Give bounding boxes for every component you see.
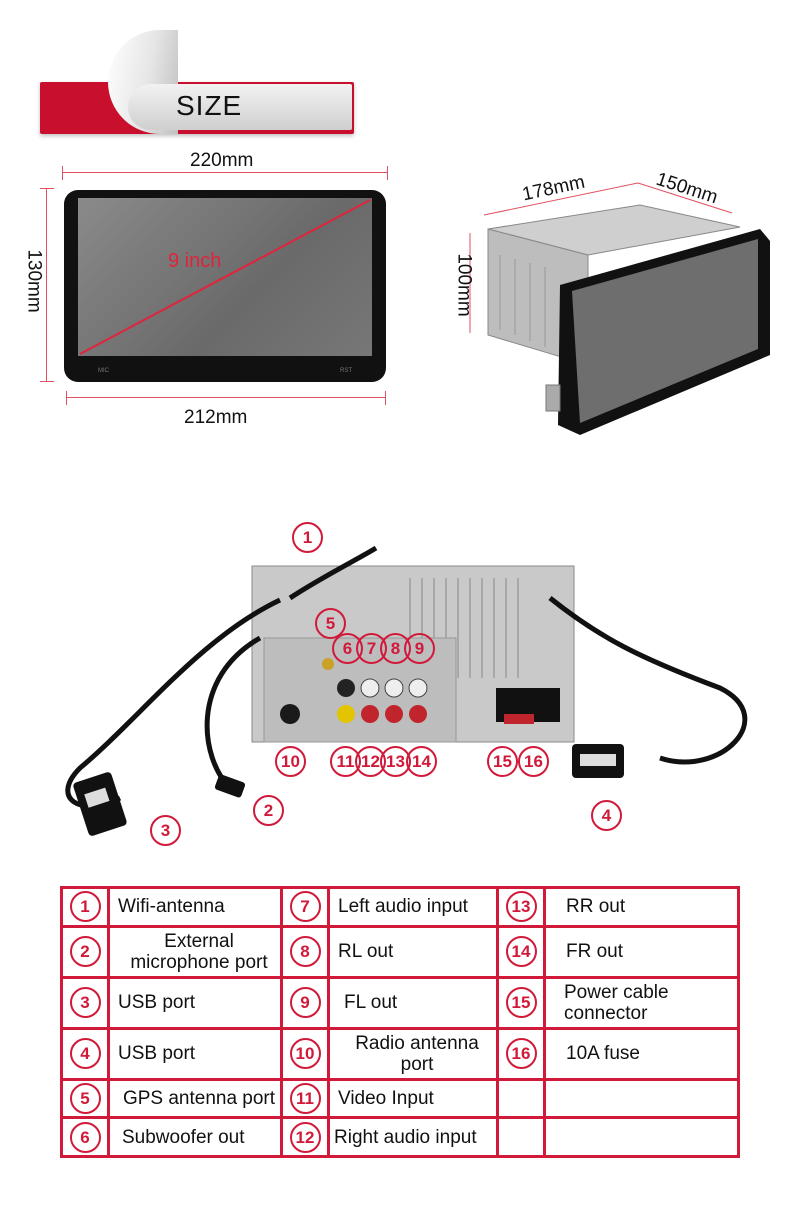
table-row: 2 External microphone port 8 RL out 14 F…	[60, 924, 740, 979]
side-view-illustration	[469, 182, 770, 435]
legend-label: RL out	[338, 941, 394, 963]
diagonal-label: 9 inch	[168, 250, 222, 272]
tick	[40, 381, 54, 382]
tick	[40, 188, 54, 189]
legend-number: 13	[505, 891, 537, 923]
legend-number: 4	[69, 1038, 101, 1070]
legend-number: 10	[289, 1038, 321, 1070]
legend-label: Wifi-antenna	[118, 896, 225, 918]
empty-cell	[543, 1116, 740, 1158]
tick	[387, 166, 388, 180]
legend-number: 14	[505, 936, 537, 968]
legend-number: 2	[69, 936, 101, 968]
rear-panel-diagram	[65, 545, 748, 836]
legend-label: Right audio input	[334, 1126, 477, 1148]
legend-number: 8	[289, 936, 321, 968]
callout-3: 3	[150, 815, 181, 846]
legend-number: 7	[289, 891, 321, 923]
front-height-line	[46, 188, 47, 382]
legend-number: 5	[69, 1083, 101, 1115]
front-width-bottom-line	[66, 397, 386, 398]
front-screen-diagonal	[79, 199, 371, 355]
empty-cell	[496, 1116, 546, 1158]
legend-label: FL out	[344, 992, 398, 1014]
callout-1: 1	[292, 522, 323, 553]
port-legend-table: 1 Wifi-antenna 7 Left audio input 13 RR …	[60, 886, 740, 1158]
callout-2: 2	[253, 795, 284, 826]
front-width-top-line	[62, 172, 388, 173]
callout-10: 10	[275, 746, 306, 777]
legend-number: 3	[69, 987, 101, 1019]
legend-number: 15	[505, 987, 537, 1019]
legend-label: External microphone port	[130, 930, 268, 973]
legend-label: 10A fuse	[566, 1043, 640, 1065]
legend-number: 16	[505, 1038, 537, 1070]
front-width-bottom-label: 212mm	[184, 407, 248, 428]
banner-grey-tab	[128, 84, 352, 130]
empty-cell	[496, 1077, 546, 1120]
tick	[385, 391, 386, 405]
table-row: 1 Wifi-antenna 7 Left audio input 13 RR …	[60, 886, 740, 928]
legend-label: Left audio input	[338, 896, 468, 918]
front-screen-bezel: 9 inch MIC RST	[64, 190, 386, 382]
table-row: 3 USB port 9 FL out 15 Power cable conne…	[60, 975, 740, 1030]
legend-label: Radio antenna port	[355, 1032, 479, 1075]
legend-number: 6	[69, 1121, 101, 1153]
callout-9: 9	[404, 633, 435, 664]
empty-cell	[543, 1077, 740, 1120]
legend-number: 9	[289, 987, 321, 1019]
legend-label: Subwoofer out	[122, 1126, 245, 1148]
callout-15: 15	[487, 746, 518, 777]
front-width-top-label: 220mm	[190, 150, 254, 171]
side-height-label: 100mm	[453, 253, 475, 317]
table-row: 4 USB port 10 Radio antenna port 16 10A …	[60, 1026, 740, 1081]
tick	[62, 166, 63, 180]
callout-16: 16	[518, 746, 549, 777]
callout-4: 4	[591, 800, 622, 831]
callout-5: 5	[315, 608, 346, 639]
rst-label: RST	[340, 368, 352, 374]
legend-label: RR out	[566, 896, 626, 918]
callout-14: 14	[406, 746, 437, 777]
legend-label: USB port	[118, 1043, 196, 1065]
legend-label: USB port	[118, 992, 196, 1014]
front-height-label: 130mm	[23, 249, 45, 313]
size-banner: SIZE	[40, 30, 354, 134]
tick	[66, 391, 67, 405]
legend-label: FR out	[566, 941, 624, 963]
banner-title: SIZE	[176, 90, 243, 121]
legend-label: GPS antenna port	[122, 1088, 276, 1110]
mic-label: MIC	[98, 368, 109, 374]
legend-number: 11	[289, 1083, 321, 1115]
legend-number: 12	[289, 1121, 321, 1153]
table-row: 6 Subwoofer out 12 Right audio input	[60, 1116, 740, 1158]
legend-number: 1	[69, 891, 101, 923]
table-row: 5 GPS antenna port 11 Video Input	[60, 1077, 740, 1120]
legend-label: Power cable connector	[564, 981, 669, 1024]
legend-label: Video Input	[338, 1088, 434, 1110]
